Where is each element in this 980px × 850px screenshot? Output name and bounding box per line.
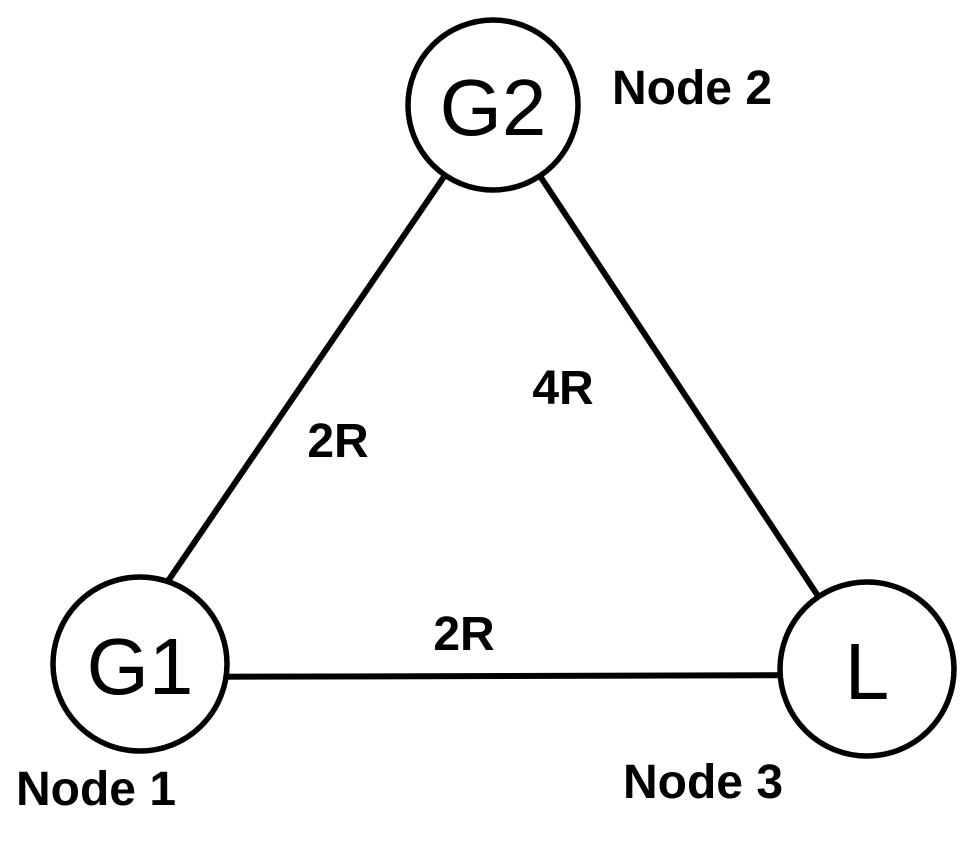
edges <box>107 102 870 680</box>
edge-node1-node3 <box>137 672 870 680</box>
node2-name-label: Node 2 <box>612 62 772 115</box>
edge-node2-node3 <box>490 102 870 673</box>
node-g2-circle <box>405 17 581 193</box>
node-l: L <box>777 579 957 759</box>
node-g1-label: G1 <box>87 622 194 711</box>
edge-label-node1-node2: 2R <box>307 415 368 468</box>
node1-name-label: Node 1 <box>16 763 176 816</box>
node-l-label: L <box>845 627 890 716</box>
node-g2: G2 <box>405 17 581 193</box>
node-l-circle <box>777 579 957 759</box>
node-g1-circle <box>50 574 230 754</box>
node3-name-label: Node 3 <box>623 756 783 809</box>
node-g2-label: G2 <box>440 63 547 152</box>
edge-node1-node2 <box>107 102 496 669</box>
edge-label-node2-node3: 4R <box>532 362 593 415</box>
node-name-labels: Node 1 Node 2 Node 3 <box>16 62 783 816</box>
edge-labels: 2R 4R 2R <box>307 362 593 661</box>
edge-label-node1-node3: 2R <box>433 608 494 661</box>
node-g1: G1 <box>50 574 230 754</box>
